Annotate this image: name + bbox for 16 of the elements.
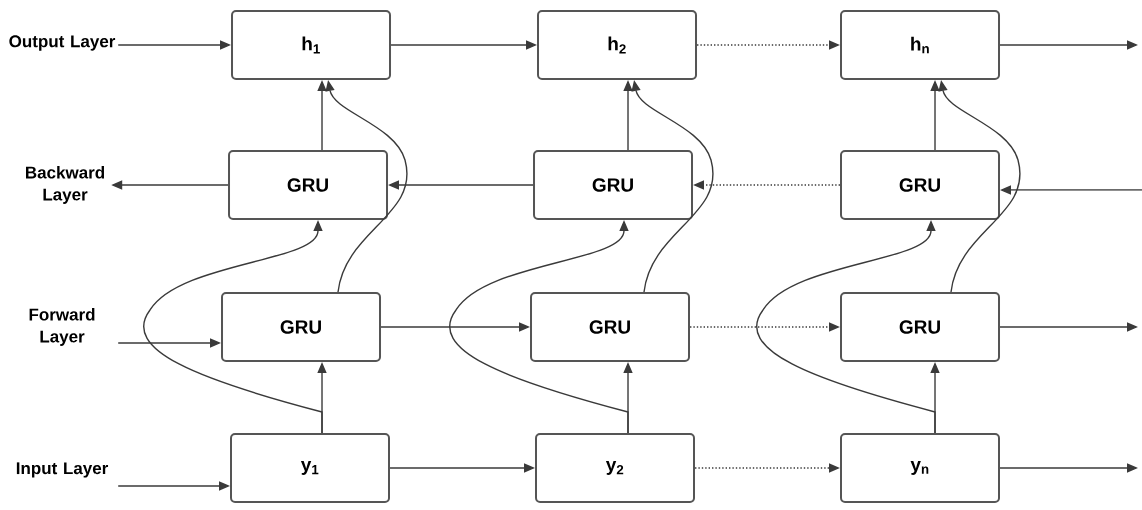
layer-box: GRU bbox=[840, 292, 1000, 362]
layer-label: Output Layer bbox=[9, 35, 116, 51]
layer-box: GRU bbox=[530, 292, 690, 362]
layer-box: y$_{1}$ bbox=[230, 433, 390, 503]
layer-label: Backward Layer bbox=[26, 166, 105, 204]
layer-box: y$_{n}$ bbox=[840, 433, 1000, 503]
layer-box: GRU bbox=[533, 150, 693, 220]
layer-box: GRU bbox=[221, 292, 381, 362]
layer-box: GRU bbox=[840, 150, 1000, 220]
layer-box: h$_{2}$ bbox=[537, 10, 697, 80]
layer-label: Input Layer bbox=[16, 462, 109, 478]
layer-box: GRU bbox=[228, 150, 388, 220]
layer-box: h$_{1}$ bbox=[231, 10, 391, 80]
layer-box: y$_{2}$ bbox=[535, 433, 695, 503]
layer-label: Forward Layer bbox=[29, 308, 95, 346]
layer-box: h$_{n}$ bbox=[840, 10, 1000, 80]
